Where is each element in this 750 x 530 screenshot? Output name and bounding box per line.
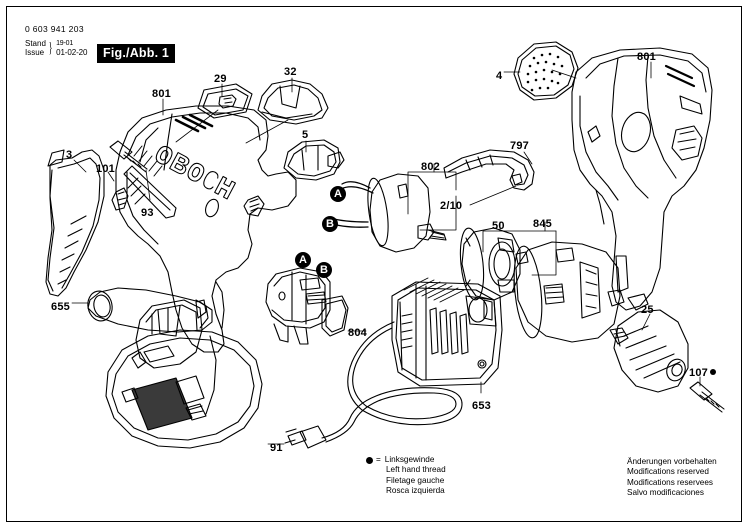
callout-655: 655 [51, 301, 70, 313]
part-3-side-cover [45, 149, 129, 297]
issue-label: Issue [25, 47, 45, 57]
callout-50: 50 [492, 220, 505, 232]
disclaimer-line-de: Änderungen vorbehalten [627, 457, 717, 466]
callout-801-left: 801 [152, 88, 171, 100]
stand-issue-block: Stand Issue } 19-01 01-02-20 [25, 39, 87, 57]
part-50-gear-ring [459, 227, 529, 301]
bracket-2-10 [419, 195, 457, 231]
callout-4: 4 [496, 70, 503, 82]
issue-value: 01-02-20 [56, 47, 88, 57]
callout-107: 107 [689, 367, 716, 379]
part-801-housing-right [571, 47, 713, 311]
part-797-strap [443, 149, 535, 191]
callout-801-right: 801 [637, 51, 656, 63]
callout-5: 5 [302, 129, 309, 141]
callout-107-text: 107 [689, 367, 708, 379]
callout-802: 802 [421, 161, 440, 173]
callout-32: 32 [284, 66, 297, 78]
part-32-cover [257, 79, 329, 125]
figure-badge: Fig./Abb. 1 [97, 44, 176, 63]
thread-legend: = Linksgewinde Left hand thread Filetage… [366, 455, 446, 497]
callout-3: 3 [66, 149, 73, 161]
callout-29: 29 [214, 73, 227, 85]
stand-label: Stand [25, 39, 46, 48]
callout-93: 93 [141, 207, 154, 219]
page-border [6, 6, 742, 522]
legend-line-de: Linksgewinde [384, 455, 435, 464]
left-hand-thread-dot-icon [366, 456, 373, 464]
part-91-battery [105, 299, 263, 449]
badge-a-motor: A [330, 186, 346, 202]
badge-b-switch: B [316, 262, 332, 278]
disclaimer: Änderungen vorbehalten Modifications res… [627, 457, 717, 499]
callout-101: 101 [96, 163, 115, 175]
part-25-chuck-cone [613, 309, 689, 393]
badge-b-motor: B [322, 216, 338, 232]
part-655-grip [87, 287, 213, 333]
document-header: 0 603 941 203 Stand Issue } 19-01 01-02-… [25, 24, 87, 57]
part-845-gearbox [513, 241, 629, 345]
part-801-housing-left [115, 105, 297, 353]
part-29-plate [197, 83, 253, 119]
callout-845: 845 [533, 218, 552, 230]
legend-line-es: Rosca izquierda [386, 486, 445, 496]
part-802-motor [328, 173, 447, 253]
callout-2-10: 2/10 [440, 200, 463, 212]
disclaimer-line-en: Modifications reserved [627, 467, 709, 477]
part-804-switch [265, 267, 349, 345]
stand-value: 19-01 [56, 40, 74, 47]
disclaimer-line-es: Salvo modificaciones [627, 488, 704, 498]
legend-equals: = [376, 455, 381, 464]
part-number: 0 603 941 203 [25, 24, 84, 34]
callout-804: 804 [348, 327, 367, 339]
brace-glyph: } [48, 40, 53, 56]
part-4-filter-pad [513, 41, 579, 101]
callout-797: 797 [510, 140, 529, 152]
stand-issue-values: 19-01 01-02-20 [56, 40, 87, 57]
callout-91: 91 [270, 442, 283, 454]
left-hand-thread-dot-icon [709, 369, 716, 375]
stand-issue-labels: Stand Issue [25, 39, 46, 57]
part-653-charger [284, 277, 503, 449]
part-107-screw [689, 381, 725, 413]
legend-line-en: Left hand thread [386, 465, 446, 475]
badge-a-switch: A [295, 252, 311, 268]
callout-25: 25 [641, 304, 654, 316]
callout-653: 653 [472, 400, 491, 412]
legend-row-1: = Linksgewinde [366, 455, 446, 465]
part-5-slider [283, 139, 345, 181]
legend-line-fr: Filetage gauche [386, 475, 445, 485]
disclaimer-line-fr: Modifications reservees [627, 477, 714, 487]
